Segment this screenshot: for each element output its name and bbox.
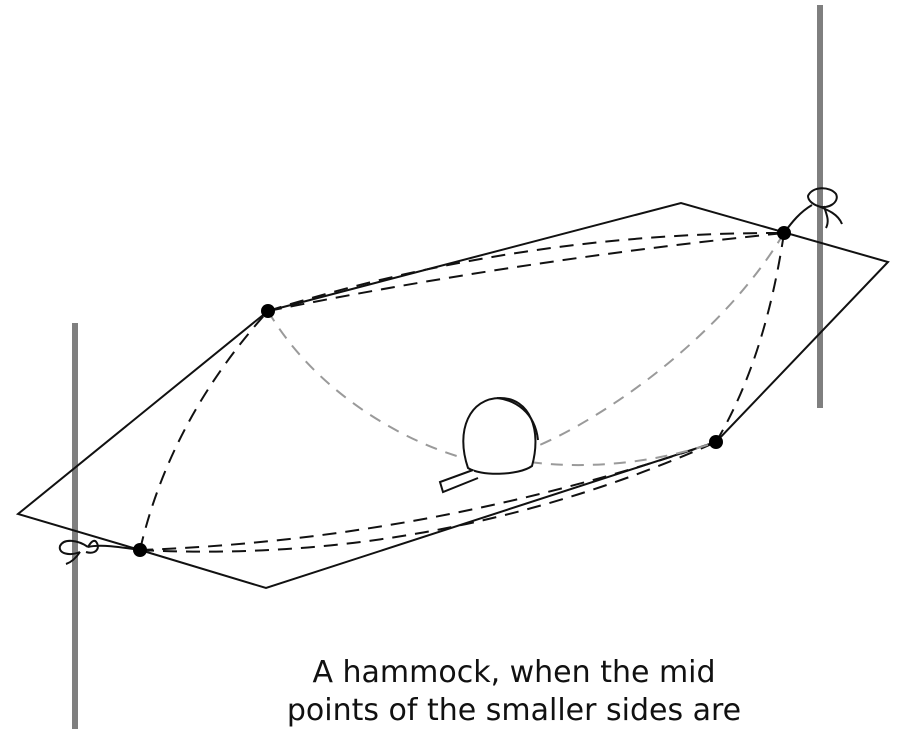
hammock-sag-curves: [267, 232, 785, 467]
caption-line-1: A hammock, when the mid: [312, 655, 716, 690]
person-figure: [438, 396, 539, 494]
attachment-point: [261, 304, 275, 318]
right-rope-knot: [783, 187, 843, 234]
hammock-sheet-outline: [15, 201, 890, 590]
attachment-point: [133, 543, 147, 557]
caption: A hammock, when the mid points of the sm…: [200, 654, 828, 730]
attachment-points: [133, 226, 791, 557]
attachment-point: [709, 435, 723, 449]
left-rope-knot: [58, 539, 141, 565]
attachment-point: [777, 226, 791, 240]
caption-line-2: points of the smaller sides are: [286, 693, 742, 728]
hammock-dashed-edges: [139, 231, 785, 553]
